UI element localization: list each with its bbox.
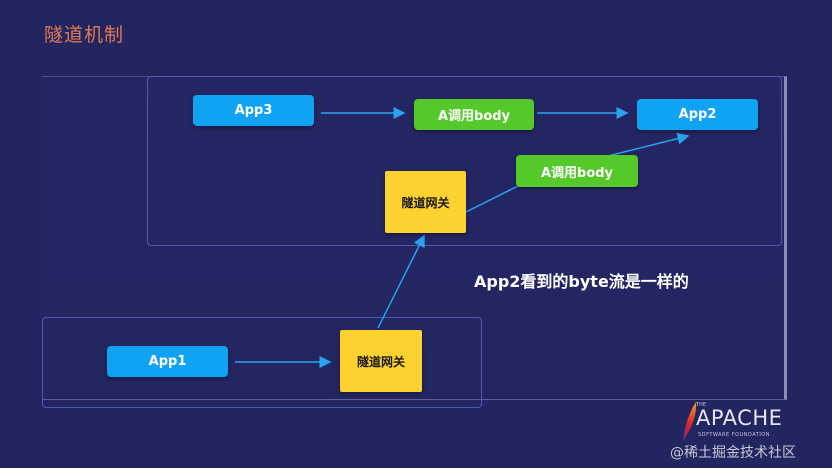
a-call-body-node-middle: A调用body (516, 155, 638, 187)
watermark: @稀土掘金技术社区 (670, 445, 796, 461)
logo-the: THE (696, 402, 706, 408)
arrow-gateway-to-call (465, 185, 519, 213)
app1-node: App1 (107, 346, 228, 377)
byte-stream-note: App2看到的byte流是一样的 (474, 272, 689, 291)
logo-subtitle: SOFTWARE FOUNDATION (698, 432, 770, 438)
a-call-body-node-top: A调用body (414, 99, 534, 130)
arrow-call-to-app2-diagonal (603, 132, 690, 158)
logo-name: APACHE (696, 406, 783, 430)
arrow-gateway-to-gateway (377, 234, 425, 329)
apache-logo: THE APACHE SOFTWARE FOUNDATION (680, 400, 800, 444)
lower-group-box (42, 317, 482, 408)
app2-node: App2 (637, 99, 758, 130)
tunnel-gateway-node-bottom: 隧道网关 (340, 330, 422, 392)
tunnel-gateway-node-top: 隧道网关 (385, 171, 466, 233)
app3-node: App3 (193, 95, 314, 126)
feather-icon (683, 402, 697, 442)
slide-title: 隧道机制 (44, 24, 125, 46)
upper-group-box (147, 76, 782, 246)
